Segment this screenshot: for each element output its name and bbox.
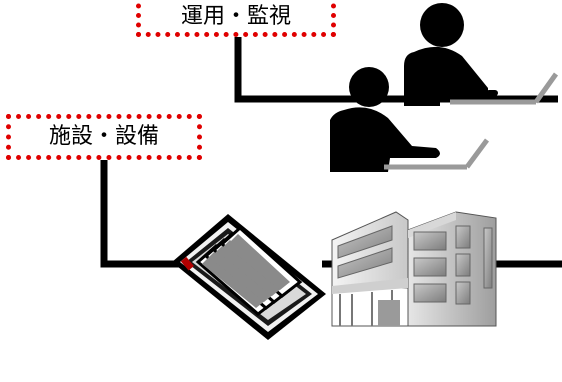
connector-lines — [100, 30, 562, 268]
building-icon — [331, 211, 497, 327]
operator-top-icon — [404, 3, 559, 106]
facilities-equipment-label: 施設・設備 — [6, 114, 202, 160]
operations-monitoring-label: 運用・監視 — [136, 0, 336, 37]
facility-connector-line — [100, 158, 180, 268]
equipment-icon — [172, 214, 326, 340]
operator-bottom-icon — [330, 67, 490, 172]
ops-connector-line — [234, 30, 558, 103]
